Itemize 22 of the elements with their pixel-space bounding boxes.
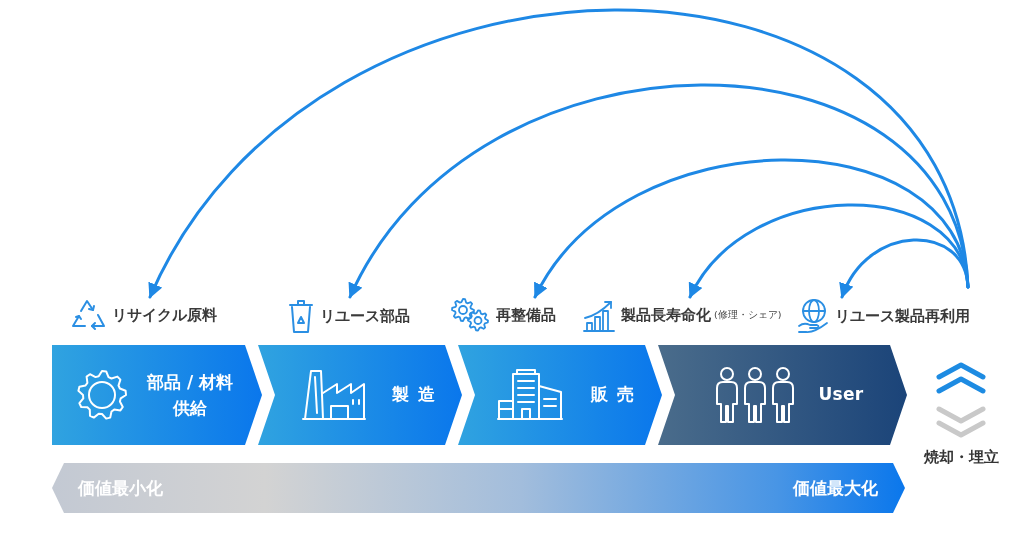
band-label: 価値最大化: [793, 476, 878, 500]
stage-title: User: [818, 383, 864, 407]
stage-title: 販売: [590, 383, 644, 407]
stage-label: 製品長寿命化: [621, 305, 711, 325]
label-text: 焼却・埋立: [923, 448, 999, 467]
process-step: [658, 345, 907, 445]
curved-arrow: [148, 8, 970, 299]
stage-label: リユース製品再利用: [835, 306, 970, 326]
stage-title: 部品 / 材料供給: [145, 370, 234, 419]
stage-label: リユース部品: [320, 306, 410, 326]
stage-label: 再整備品: [496, 305, 556, 325]
process-step: [52, 345, 262, 445]
process-step: [258, 345, 462, 445]
value-scale-band: [52, 463, 905, 513]
process-step: [458, 345, 662, 445]
stage-title: 製造: [391, 383, 445, 407]
curved-arrow: [533, 158, 970, 299]
curved-arrow: [840, 238, 970, 299]
note-text: (修理・シェア): [714, 308, 782, 322]
curved-arrow: [348, 83, 970, 299]
stage-label: リサイクル原料: [112, 305, 217, 325]
curved-arrow: [688, 203, 970, 299]
